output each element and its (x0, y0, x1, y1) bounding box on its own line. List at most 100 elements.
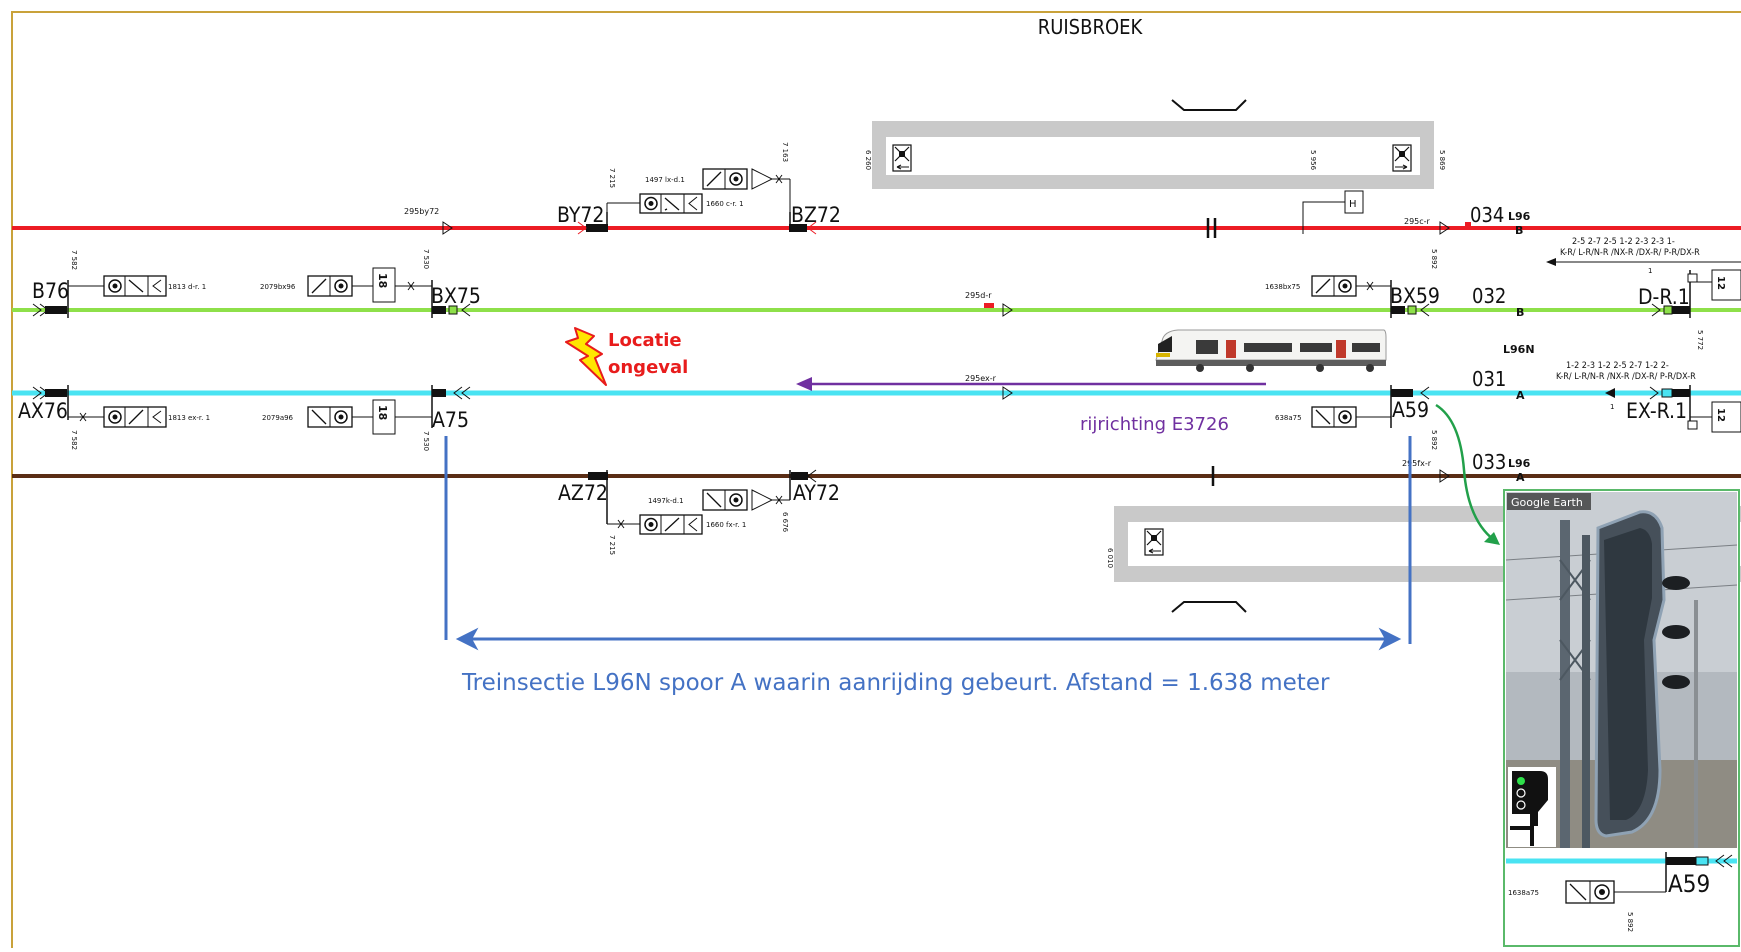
svg-text:L96: L96 (1508, 457, 1531, 470)
signal-A75: A75 7 530 (422, 385, 471, 451)
svg-text:BX75: BX75 (431, 284, 481, 308)
section-caption: Treinsectie L96N spoor A waarin aanrijdi… (461, 670, 1330, 696)
svg-text:7 582: 7 582 (70, 430, 78, 450)
svg-text:1: 1 (1610, 403, 1614, 411)
svg-text:1660 c-r. 1: 1660 c-r. 1 (706, 200, 744, 208)
svg-text:5 892: 5 892 (1430, 430, 1438, 450)
panel-1497k: 1497k-d.1 (648, 489, 790, 511)
signal-BY72: BY72 7 215 (557, 168, 616, 235)
svg-text:A75: A75 (432, 408, 469, 432)
svg-text:L96: L96 (1508, 210, 1531, 223)
signal-AY72: AY72 6 676 (781, 469, 840, 533)
signal-AX76: AX76 7 582 (18, 385, 78, 450)
svg-text:18: 18 (376, 273, 389, 288)
joint-ii (1206, 218, 1217, 238)
signal-DR1: 2-5 2-7 2-5 1-2 2-3 2-3 1- K-R/ L-R/N-R … (1546, 237, 1741, 350)
km-6260: 6 260 (864, 150, 872, 170)
panel-1660fx: 1660 fx-r. 1 (607, 514, 746, 535)
svg-text:2079bx96: 2079bx96 (260, 283, 296, 291)
h-box: H (1302, 190, 1364, 234)
svg-text:B76: B76 (32, 279, 69, 303)
svg-text:18: 18 (376, 405, 389, 420)
svg-text:7 215: 7 215 (608, 535, 616, 555)
km-5956: 5 956 (1309, 150, 1317, 171)
signal-BZ72: BZ72 7 163 (781, 142, 841, 235)
svg-text:034: 034 (1470, 203, 1504, 227)
svg-text:1-2 2-3 1-2 2-5 2-7 1-2: 1-2 2-3 1-2 2-5 2-7 1-2 2- (1566, 361, 1669, 371)
svg-text:BY72: BY72 (557, 203, 604, 227)
panel-1660c: 1660 c-r. 1 (606, 193, 744, 214)
svg-text:5 772: 5 772 (1696, 330, 1704, 350)
panel-638a75: 638a75 (1275, 406, 1391, 428)
detector-red-marker (1465, 222, 1471, 226)
inset-km: 5 892 (1626, 912, 1634, 932)
platform-box-icon (892, 144, 912, 172)
panel-1813ex: 1813 ex-r. 1 (68, 406, 210, 428)
track-label-032: 032 B (1472, 284, 1524, 319)
platform-upper: 6 260 5 956 5 869 (864, 99, 1446, 189)
track-label-031: L96N 031 A (1472, 343, 1535, 402)
accident-label-line1: Locatie (608, 330, 682, 351)
photo-pointer-arrow (1435, 403, 1500, 545)
detector-red-marker (984, 303, 994, 308)
svg-text:2079a96: 2079a96 (262, 414, 294, 422)
panel-1497lx: 1497 lx-d.1 (645, 168, 791, 212)
svg-text:1813 ex-r. 1: 1813 ex-r. 1 (168, 414, 210, 422)
direction-label: rijrichting E3726 (1080, 414, 1229, 435)
svg-text:D-R.1: D-R.1 (1638, 285, 1690, 309)
svg-text:1497 lx-d.1: 1497 lx-d.1 (645, 176, 685, 184)
km-5869: 5 869 (1438, 150, 1446, 170)
svg-text:5 892: 5 892 (1430, 249, 1438, 269)
svg-text:A: A (1516, 389, 1525, 402)
svg-text:7 163: 7 163 (781, 142, 789, 162)
svg-text:032: 032 (1472, 284, 1506, 308)
svg-text:B: B (1516, 306, 1524, 319)
svg-text:1660 fx-r. 1: 1660 fx-r. 1 (706, 521, 746, 529)
inset-plate: 1638a75 (1508, 889, 1539, 897)
track-label-033: 033 L96 A (1472, 450, 1531, 484)
label-295dr: 295d-r (965, 291, 992, 300)
panel-2079a96: 2079a96 18 (262, 399, 432, 435)
svg-text:638a75: 638a75 (1275, 414, 1302, 422)
track-label-034: 034 L96 B (1470, 203, 1531, 237)
svg-text:H: H (1349, 199, 1357, 210)
panel-2079bx96: 2079bx96 18 (260, 267, 432, 303)
svg-text:031: 031 (1472, 367, 1506, 391)
svg-text:7 530: 7 530 (422, 249, 430, 269)
detector-markers (442, 221, 1450, 483)
signal-photo-inset: Google Earth A59 1638a75 5 892 (1503, 489, 1740, 947)
signal-A59: A59 5 892 (1390, 385, 1438, 450)
svg-text:12: 12 (1715, 276, 1726, 290)
km-6010: 6 010 (1106, 548, 1114, 568)
svg-text:L96N: L96N (1503, 343, 1535, 356)
label-295cr: 295c-r (1404, 217, 1431, 226)
svg-text:12: 12 (1715, 408, 1726, 422)
section-measurement (444, 436, 1412, 651)
svg-text:K-R/ L-R/N-R /NX-R /DX-R/ P-R/: K-R/ L-R/N-R /NX-R /DX-R/ P-R/DX-R (1560, 248, 1700, 258)
label-295exr: 295ex-r (965, 374, 997, 383)
lightning-icon (565, 327, 607, 386)
accident-label-line2: ongeval (608, 357, 688, 378)
svg-text:B: B (1515, 224, 1523, 237)
svg-text:033: 033 (1472, 450, 1506, 474)
svg-text:1497k-d.1: 1497k-d.1 (648, 497, 684, 505)
svg-text:1: 1 (1648, 267, 1652, 275)
train-image (1155, 329, 1387, 372)
svg-text:7 215: 7 215 (608, 168, 616, 188)
svg-text:7 582: 7 582 (70, 250, 78, 270)
svg-text:A59: A59 (1392, 398, 1429, 422)
svg-text:6 676: 6 676 (781, 512, 789, 533)
svg-text:BX59: BX59 (1390, 284, 1440, 308)
svg-text:1813 d-r. 1: 1813 d-r. 1 (168, 283, 206, 291)
signal-aspect-icon (1508, 767, 1556, 847)
station-name: RUISBROEK (1038, 15, 1144, 39)
signal-B76: B76 7 582 (32, 250, 78, 318)
label-295by72: 295by72 (404, 207, 439, 216)
diagram-frame (11, 11, 1741, 948)
svg-text:1638bx75: 1638bx75 (1265, 283, 1300, 291)
signal-EXR1: 1-2 2-3 1-2 2-5 2-7 1-2 2- K-R/ L-R/N-R … (1556, 361, 1741, 433)
svg-text:7 530: 7 530 (422, 431, 430, 451)
svg-text:A: A (1516, 471, 1525, 484)
